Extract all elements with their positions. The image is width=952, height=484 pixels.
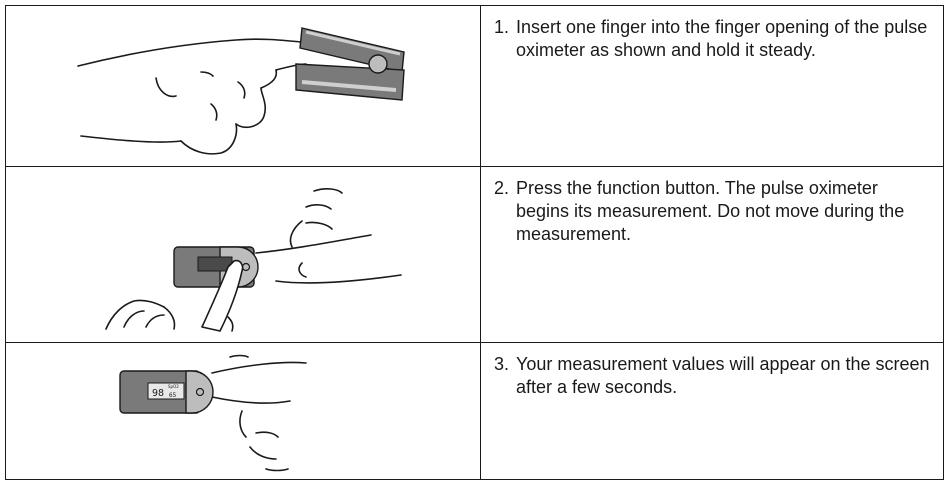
pulse-oximeter-icon [173, 246, 259, 288]
step-number: 3. [494, 354, 510, 374]
step-2-text: 2. Press the function button. The pulse … [494, 177, 934, 246]
spo2-reading: 98 [152, 388, 164, 399]
step-row-3: 98 SpO2 65 3. Your measurement values wi… [6, 343, 943, 479]
pulse-oximeter-icon [119, 370, 214, 414]
pulse-reading: 65 [169, 392, 177, 399]
oximeter-screen: 98 SpO2 65 [152, 384, 179, 399]
instruction-table: 1. Insert one finger into the finger ope… [5, 5, 944, 480]
step-row-2: 2. Press the function button. The pulse … [6, 167, 943, 343]
step-2-illustration [6, 167, 481, 342]
step-1-text: 1. Insert one finger into the finger ope… [494, 16, 934, 62]
step-number: 1. [494, 17, 510, 37]
step-3-text: 3. Your measurement values will appear o… [494, 353, 934, 399]
pulse-oximeter-icon [295, 27, 405, 101]
step-number: 2. [494, 178, 510, 198]
step-description: Insert one finger into the finger openin… [516, 17, 928, 60]
step-description: Your measurement values will appear on t… [516, 354, 930, 397]
spo2-label: SpO2 [168, 384, 179, 389]
step-3-illustration: 98 SpO2 65 [6, 343, 481, 479]
step-description: Press the function button. The pulse oxi… [516, 178, 905, 244]
step-1-illustration [6, 6, 481, 166]
step-row-1: 1. Insert one finger into the finger ope… [6, 6, 943, 167]
